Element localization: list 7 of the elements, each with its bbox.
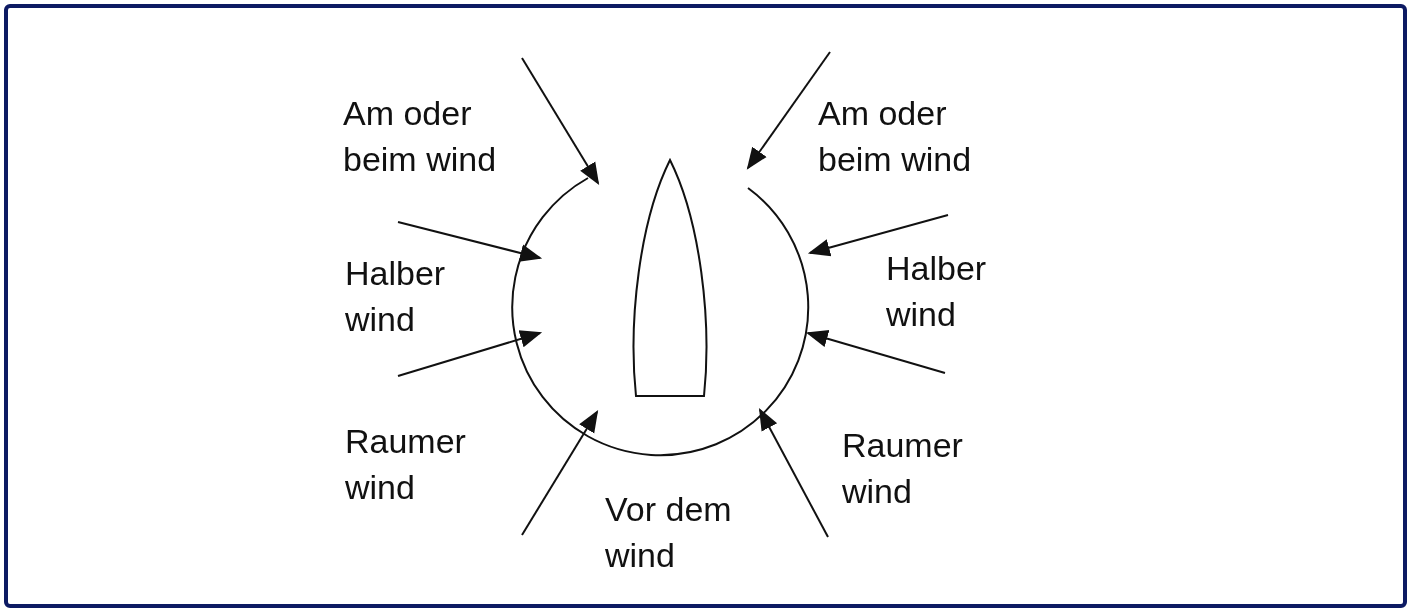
- wind-label: Vor dem wind: [605, 489, 733, 576]
- wind-label: Halber wind: [886, 248, 988, 335]
- wind-label: Am oder beim wind: [343, 93, 498, 180]
- wind-label: Halber wind: [345, 253, 447, 340]
- wind-label: Raumer wind: [345, 421, 467, 508]
- wind-label: Am oder beim wind: [818, 93, 973, 180]
- wind-label: Raumer wind: [842, 425, 964, 512]
